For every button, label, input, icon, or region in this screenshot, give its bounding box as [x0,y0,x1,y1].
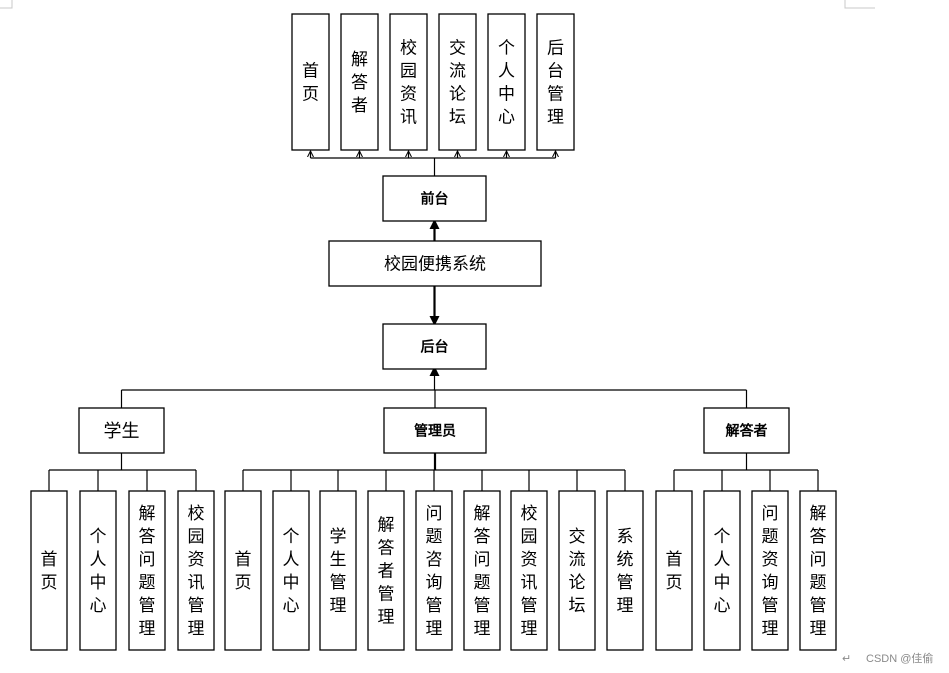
role-3-module-2-frame [703,490,741,651]
front-module-3-label: 校园资讯 [400,39,417,128]
role-2-module-6-label: 解答问题管理 [474,504,491,639]
role-2-module-6: 解答问题管理 [463,490,501,651]
role-2-module-3-label: 学生管理 [330,527,347,616]
role-2-module-3: 学生管理 [319,490,357,651]
role-node-1-label: 学生 [104,421,140,442]
nodes: 首页解答者校园资讯交流论坛个人中心后台管理前台校园便携系统后台学生首页个人中心解… [30,13,837,651]
role-node-3: 解答者 [703,407,790,454]
front-node: 前台 [382,175,487,222]
front-module-3-frame [389,13,428,151]
role-2-module-6-frame [463,490,501,651]
role-1-module-2-frame [79,490,117,651]
role-2-module-7-frame [510,490,548,651]
role-node-3-label: 解答者 [726,423,768,440]
role-1-module-4-frame [177,490,215,651]
front-module-6: 后台管理 [536,13,575,151]
role-2-module-7: 校园资讯管理 [510,490,548,651]
role-2-module-4-label: 解答者管理 [378,516,395,628]
back-node-label: 后台 [421,339,449,356]
role-node-2-frame [383,407,487,454]
role-node-1-frame [78,407,165,454]
role-2-module-8: 交流论坛 [558,490,596,651]
page-corner-left [0,0,13,9]
page-corner-right [844,0,875,9]
role-2-module-9: 系统管理 [606,490,644,651]
role-node-2: 管理员 [383,407,487,454]
role-1-module-2: 个人中心 [79,490,117,651]
role-2-module-1: 首页 [224,490,262,651]
role-2-module-8-frame [558,490,596,651]
back-node: 后台 [382,323,487,370]
front-module-1: 首页 [291,13,330,151]
role-1-module-3-label: 解答问题管理 [139,504,156,639]
role-1-module-3: 解答问题管理 [128,490,166,651]
role-2-module-3-frame [319,490,357,651]
role-3-module-4-label: 解答问题管理 [810,504,827,639]
front-module-4-frame [438,13,477,151]
front-module-5-label: 个人中心 [498,39,515,128]
role-3-module-2: 个人中心 [703,490,741,651]
role-2-module-7-label: 校园资讯管理 [521,504,538,639]
role-3-module-1: 首页 [655,490,693,651]
role-2-module-5: 问题咨询管理 [415,490,453,651]
role-1-module-1-label: 首页 [41,550,58,593]
role-1-module-1-frame [30,490,68,651]
role-2-module-5-frame [415,490,453,651]
role-node-2-label: 管理员 [414,423,456,440]
role-1-module-4: 校园资讯管理 [177,490,215,651]
role-3-module-3-label: 问题资询管理 [762,504,779,639]
role-2-module-9-frame [606,490,644,651]
role-3-module-4: 解答问题管理 [799,490,837,651]
connectors [48,151,819,491]
role-2-module-1-label: 首页 [235,550,252,593]
role-1-module-2-label: 个人中心 [90,527,107,616]
return-mark: ↵ [842,653,851,665]
role-1-module-1: 首页 [30,490,68,651]
role-2-module-1-frame [224,490,262,651]
role-2-module-4-frame [367,490,405,651]
role-3-module-2-label: 个人中心 [714,527,731,616]
role-2-module-5-label: 问题咨询管理 [426,504,443,639]
role-2-module-9-label: 系统管理 [617,527,634,616]
role-1-module-3-frame [128,490,166,651]
front-node-frame [382,175,487,222]
front-module-1-label: 首页 [302,62,319,105]
role-2-module-2-label: 个人中心 [283,527,300,616]
front-module-2-frame [340,13,379,151]
role-3-module-1-label: 首页 [666,550,683,593]
front-module-4: 交流论坛 [438,13,477,151]
front-module-5: 个人中心 [487,13,526,151]
front-module-2: 解答者 [340,13,379,151]
role-3-module-4-frame [799,490,837,651]
role-3-module-1-frame [655,490,693,651]
role-3-module-3-frame [751,490,789,651]
front-module-2-label: 解答者 [351,50,368,116]
role-3-module-3: 问题资询管理 [751,490,789,651]
front-module-5-frame [487,13,526,151]
role-2-module-4: 解答者管理 [367,490,405,651]
root-node-label: 校园便携系统 [384,255,486,275]
back-node-frame [382,323,487,370]
front-module-6-label: 后台管理 [547,39,564,128]
role-1-module-4-label: 校园资讯管理 [188,504,205,639]
front-module-6-frame [536,13,575,151]
root-node-frame [328,240,542,287]
role-2-module-2: 个人中心 [272,490,310,651]
role-2-module-2-frame [272,490,310,651]
root-node: 校园便携系统 [328,240,542,287]
watermark: CSDN @佳偷 [866,651,933,665]
front-module-3: 校园资讯 [389,13,428,151]
role-node-1: 学生 [78,407,165,454]
front-node-label: 前台 [421,191,449,208]
role-2-module-8-label: 交流论坛 [569,527,586,616]
role-node-3-frame [703,407,790,454]
front-module-1-frame [291,13,330,151]
front-module-4-label: 交流论坛 [449,39,466,128]
